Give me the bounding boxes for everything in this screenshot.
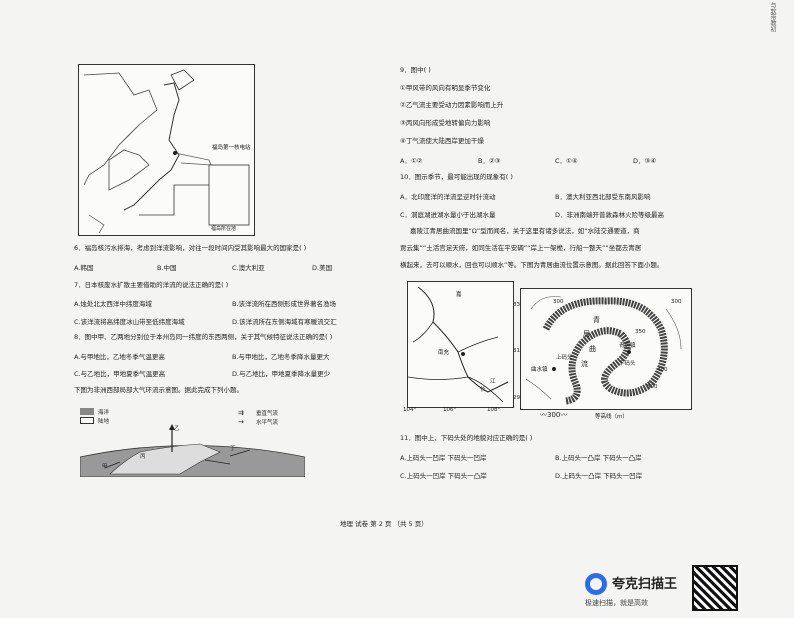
legend-land-swatch: [80, 417, 94, 424]
brand-logo-icon: [585, 573, 607, 595]
q11-option-a: A.上码头一凹岸 下码头一凹岸: [400, 454, 487, 462]
contour-legend-symbol: 〰300〰: [540, 411, 568, 419]
intro-line-2: 贾云集”“土活宫足天府，如同生活在平安碉”“岸上一架桅，行船一整天”“坐都去青居: [400, 244, 642, 252]
q9-statement-3: ③丙风向形成受地转偏向力影响: [400, 119, 491, 127]
diagram-label-ding: 丁: [230, 446, 236, 452]
meander-map: 青 居 曲 流 青居镇 下码头 上码头 曲水镇 300 300 400 500 …: [520, 288, 692, 410]
contour-300a: 300: [553, 299, 564, 305]
q9-option-b: B．②③: [478, 157, 501, 165]
diagram-label-jia: 甲: [102, 464, 108, 470]
q7-option-a: A.烛处北太西洋中纬度海域: [74, 300, 152, 308]
q6-option-c: C.澳大利亚: [232, 264, 265, 272]
circulation-svg: [79, 424, 306, 478]
legend-land: 陆地: [98, 419, 110, 425]
lat-31: 31°: [513, 348, 523, 354]
legend-horizontal: 水平气流: [256, 420, 279, 426]
contour-500: 500: [647, 384, 658, 390]
meander-label-liu: 流: [581, 360, 588, 368]
q9-statement-1: ①甲风带的风向有明显季节变化: [400, 84, 491, 92]
legend-horizontal-arrow: →: [238, 418, 244, 426]
q10-option-b: B．澳大利亚西北部受东南风影响: [555, 193, 651, 201]
lon-106: 106°: [443, 407, 457, 413]
jialing-location-map: 嘉 南充 江 长: [407, 281, 514, 408]
qingju-town-label: 青居镇: [619, 343, 636, 349]
lat-29: 29°: [513, 395, 523, 401]
q8-option-b: B.与甲地比，乙地冬季降水量更大: [232, 353, 330, 361]
legend-vertical-arrow: ⇉: [238, 409, 244, 417]
q11-option-b: B.上码头一凸岸 下码头一凸岸: [555, 454, 642, 462]
diagram-label-yi: 乙: [174, 426, 180, 432]
legend-ocean: 海洋: [98, 410, 110, 416]
corner-stamp: 与软带教初: [769, 2, 776, 32]
contour-300b: 300: [671, 299, 682, 305]
q8-stem: 8．图中甲、乙两地分别位于本州岛同一纬度的东西两侧，关于其气候特征说法正确的是(…: [74, 333, 333, 341]
q11-option-d: D.上码头一凸岸 下码头一凹岸: [555, 472, 643, 480]
meander-label-ju: 居: [583, 330, 590, 338]
map2-jiang-label: 江: [490, 379, 496, 385]
circulation-diagram: 甲 乙 丙 丁: [79, 422, 306, 478]
lat-33: 33°: [513, 302, 523, 308]
diagram-label-bing: 丙: [140, 454, 146, 460]
meander-label-qu: 曲: [589, 345, 596, 353]
q6-option-b: B.中国: [157, 264, 177, 272]
q6-stem: 6．福岛核污水排海，考虑到洋流影响，对往一段时间内受其影响最大的国家是( ): [74, 244, 307, 252]
q7-stem: 7．日本核废水扩散主要借助的洋流的说法正确的是( ): [74, 281, 229, 289]
q9-option-a: A．①②: [400, 157, 423, 165]
q11-stem: 11．图中上、下码头处的地貌对应正确的是( ): [400, 434, 533, 442]
japan-map-svg: [83, 69, 250, 234]
qushui-town-label: 曲水镇: [531, 367, 548, 373]
q11-option-c: C.上码头一凹岸 下码头一凸岸: [400, 472, 487, 480]
meander-label-qing: 青: [593, 316, 600, 324]
location-svg: [407, 286, 509, 403]
q9-statement-4: ④丁气流使大陆西岸更加干燥: [400, 137, 484, 145]
contour-legend: 等高线（m）: [595, 414, 628, 420]
qr-code-icon: [692, 565, 738, 611]
q9-statement-2: ②乙气流主要受动力因素影响而上升: [400, 101, 504, 109]
q6-option-a: A.韩国: [74, 264, 94, 272]
intro-line-1: 嘉陵江青居曲流国里“Ω”型而闻名，关于这里有诸多说法，如“水陆交通要道，商: [410, 227, 640, 235]
map2-city-label: 南充: [438, 350, 450, 356]
upper-dock-label: 上码头: [556, 355, 573, 361]
map2-chang-label: 长: [480, 387, 486, 393]
q7-option-c: C.该洋流将高纬度冰山带至低纬度海域: [74, 318, 185, 326]
intro-line-3: 横起来，去可以顺水，回也可以顺水”等。下图为青居曲流位置示意图。据此回答下面小题…: [400, 261, 664, 269]
q7-option-b: B.该洋流所在西侧形成世界著名渔场: [232, 300, 337, 308]
q8-option-c: C.与乙地比，甲地夏季气温更高: [74, 370, 166, 378]
q8-option-d: D.与乙地比，甲地夏季降水量更少: [232, 370, 331, 378]
q10-option-d: D．非洲南端开普敦森林火险等级最高: [555, 211, 665, 219]
q7-option-d: D.该洋流所在东侧海域有寒暖流交汇: [232, 318, 337, 326]
q9-option-d: D．③④: [633, 157, 657, 165]
brand-name: 夸克扫描王: [612, 577, 678, 592]
plant-label: 福岛第一核电站: [212, 145, 251, 151]
q10-option-a: A．北印度洋的洋流呈逆时针流动: [400, 193, 496, 201]
intro-circulation: 下图为非洲西部局部大气环流示意图。据此完成下列小题。: [74, 386, 243, 394]
q10-stem: 10．图示季节，最可能出现的现象有( ): [400, 173, 513, 181]
region-label: 福岛所在地: [211, 226, 237, 232]
page-footer: 地理 试卷 第 2 页 （共 5 页）: [340, 520, 428, 528]
japan-map: 福岛第一核电站 福岛所在地: [78, 64, 255, 236]
contour-350: 350: [635, 329, 646, 335]
brand-slogan: 极速扫描，就是高效: [585, 599, 648, 607]
lon-108: 108°: [487, 407, 501, 413]
meander-svg: [525, 296, 682, 405]
q10-option-c: C．洞庭湖进湖水量小于出湖水量: [400, 211, 496, 219]
legend-vertical: 垂直气流: [256, 411, 279, 417]
lower-dock-label: 下码头: [619, 361, 636, 367]
contour-400: 400: [657, 367, 668, 373]
q6-option-d: D.美国: [312, 264, 333, 272]
lon-104: 104°: [403, 407, 417, 413]
q8-option-a: A.与甲地比，乙地冬季气温更高: [74, 353, 165, 361]
map2-river-label: 嘉: [456, 292, 462, 298]
legend-ocean-swatch: [80, 408, 94, 415]
q9-option-c: C．①④: [555, 157, 578, 165]
q9-stem: 9．图中( ): [400, 66, 431, 74]
